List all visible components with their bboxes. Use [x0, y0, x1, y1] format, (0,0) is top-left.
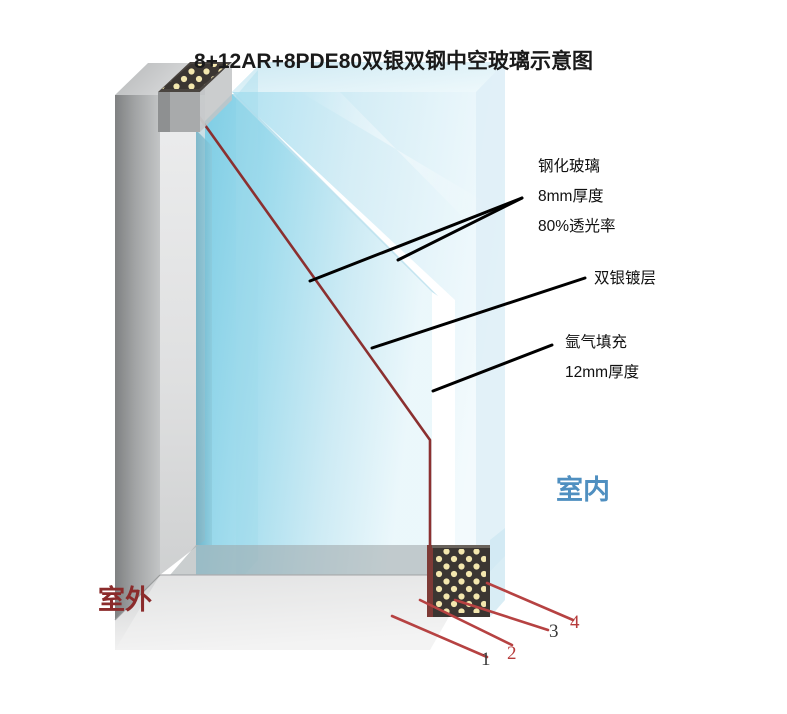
callout-line-3 [453, 598, 550, 632]
leader-lines-red [390, 581, 575, 659]
leader-argon [431, 343, 554, 393]
annotation-gas-line1: 氩气填充 [565, 334, 628, 351]
leader-glass-inner [396, 196, 524, 262]
callout-number-1: 1 [481, 649, 491, 670]
spacer-bar-top [158, 62, 232, 132]
callout-line-2 [418, 598, 514, 647]
annotation-glass: 钢化玻璃 8mm厚度 80%透光率 [538, 152, 616, 242]
glass-edge-left [196, 130, 212, 545]
annotation-coating-label: 双银镀层 [594, 270, 657, 287]
annotation-glass-line2: 8mm厚度 [538, 188, 604, 205]
outer-glass-pane [196, 94, 438, 585]
annotation-glass-line1: 钢化玻璃 [538, 158, 601, 175]
annotation-gas: 氩气填充 12mm厚度 [565, 328, 639, 388]
leader-lines-black [308, 196, 587, 393]
page-title: 8+12AR+8PDE80双银双钢中空玻璃示意图 [193, 50, 594, 73]
callout-line-4 [485, 581, 575, 622]
callout-number-4: 4 [570, 612, 580, 633]
label-outdoor: 室外 [98, 585, 152, 615]
leader-coating [370, 276, 587, 350]
annotation-glass-line3: 80%透光率 [538, 218, 616, 235]
label-indoor: 室内 [556, 475, 610, 505]
leader-glass-outer [308, 196, 524, 283]
annotation-coating: 双银镀层 [594, 264, 656, 294]
callout-number-3: 3 [549, 621, 559, 642]
spacer-bar-bottom [427, 528, 505, 617]
annotation-gas-line2: 12mm厚度 [565, 364, 640, 381]
callout-number-2: 2 [507, 643, 517, 664]
callout-line-1 [390, 614, 489, 659]
inner-glass-pane [232, 62, 505, 606]
argon-cavity [236, 70, 258, 584]
